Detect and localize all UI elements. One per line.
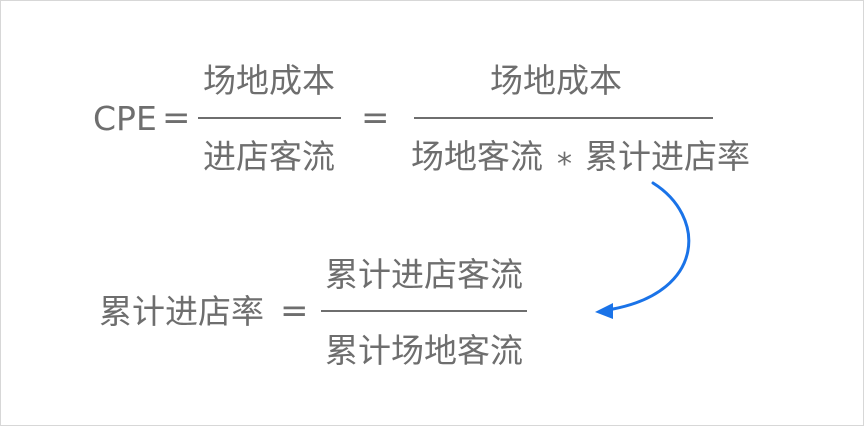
fraction2-numerator: 场地成本 [490, 61, 622, 100]
cumulative-entry-rate-label: 累计进店率 [99, 292, 264, 331]
cpe-label: CPE [93, 99, 157, 138]
fraction1-numerator: 场地成本 [203, 61, 335, 100]
equals-sign-1: = [162, 98, 191, 138]
fraction1-denominator: 进店客流 [203, 137, 335, 176]
fraction3-bar [321, 310, 527, 312]
fraction2-denominator-part2: 累计进店率 [585, 137, 750, 176]
fraction3-numerator: 累计进店客流 [325, 255, 523, 294]
fraction2-bar [414, 117, 713, 119]
multiply-sign: * [557, 147, 572, 182]
fraction2-denominator-part1: 场地客流 [411, 137, 543, 176]
fraction3-denominator: 累计场地客流 [325, 331, 523, 370]
equals-sign-2: = [361, 98, 390, 138]
equals-sign-3: = [280, 291, 309, 331]
fraction1-bar [198, 117, 341, 119]
